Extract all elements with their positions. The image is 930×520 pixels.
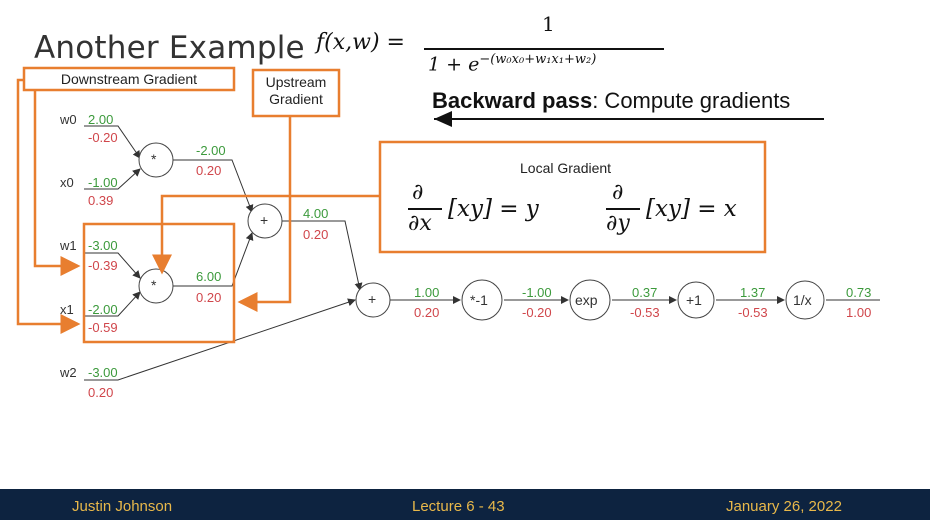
neg-out-fwd: -1.00 (522, 285, 552, 300)
edge-mul1-out (173, 159, 254, 213)
input-w0-name: w0 (60, 112, 77, 127)
input-x0-fwd: -1.00 (88, 175, 118, 190)
node-add1-label: + (260, 212, 269, 228)
node-add1 (247, 203, 283, 239)
upstream-arrow (237, 116, 292, 312)
dx-bottom: ∂x (408, 211, 432, 236)
slide-title: Another Example (34, 30, 305, 66)
input-w2-fwd: -3.00 (88, 365, 118, 380)
edge-w0 (84, 125, 141, 159)
input-x1-bwd: -0.59 (88, 320, 118, 335)
add1-out-fwd: 4.00 (303, 206, 329, 221)
formula-lhs: f(x,w) = (316, 30, 405, 55)
node-neg (461, 279, 503, 321)
upstream-label-line1: Upstream (265, 74, 327, 90)
input-w2-bwd: 0.20 (88, 385, 114, 400)
computational-graph (16, 66, 880, 381)
node-mul1 (138, 142, 174, 178)
input-w1-fwd: -3.00 (88, 238, 118, 253)
footer-lecture: Lecture 6 - 43 (412, 498, 505, 515)
local-gradient-label: Local Gradient (520, 160, 612, 176)
input-x0-name: x0 (60, 175, 74, 190)
dy-top: ∂ (612, 180, 624, 205)
plus1-out-bwd: -0.53 (738, 305, 768, 320)
node-mul2-label: * (151, 277, 157, 293)
footer-bar: Justin Johnson Lecture 6 - 43 January 26… (0, 489, 930, 520)
dy-bar (606, 208, 640, 210)
mul1-out-fwd: -2.00 (196, 143, 226, 158)
formula-numerator: 1 (542, 12, 555, 36)
dy-bottom: ∂y (606, 211, 630, 236)
node-neg-label: *-1 (470, 292, 488, 308)
dx-rhs: [xy] = y (448, 196, 539, 222)
edge-x1 (84, 291, 141, 317)
sigmoid-formula: f(x,w) = 1 1 + e−(w₀x₀+w₁x₁+w₂) (316, 12, 676, 75)
add1-out-bwd: 0.20 (303, 227, 329, 242)
downstream-label: Downstream Gradient (60, 71, 198, 87)
edge-mul2-out (173, 232, 254, 287)
downstream-arrow-2 (16, 78, 81, 334)
subtitle-rest: : Compute gradients (592, 88, 791, 113)
add2-out-fwd: 1.00 (414, 285, 440, 300)
exp-out-fwd: 0.37 (632, 285, 658, 300)
input-w1-bwd: -0.39 (88, 258, 118, 273)
node-inv-label: 1/x (793, 292, 812, 308)
dx-bar (408, 208, 442, 210)
upstream-box (251, 68, 341, 118)
edge-x0 (84, 168, 141, 190)
edge-add1-out (282, 220, 363, 291)
input-w1-name: w1 (60, 238, 77, 253)
footer-author: Justin Johnson (72, 498, 173, 515)
mul2-out-fwd: 6.00 (196, 269, 222, 284)
dy-rhs: [xy] = x (646, 196, 737, 222)
formula-exponent: −(w₀x₀+w₁x₁+w₂) (479, 52, 597, 67)
upstream-label: Upstream Gradient (255, 74, 337, 108)
dx-top: ∂ (412, 180, 424, 205)
plus1-out-fwd: 1.37 (740, 285, 766, 300)
mul2-box (82, 222, 236, 344)
edge-w2 (84, 298, 356, 381)
neg-out-bwd: -0.20 (522, 305, 552, 320)
formula-denominator: 1 + e−(w₀x₀+w₁x₁+w₂) (428, 52, 596, 75)
node-inv (785, 280, 825, 320)
inv-out-bwd: 1.00 (846, 305, 872, 320)
input-x0-bwd: 0.39 (88, 193, 114, 208)
subtitle-bold: Backward pass (432, 88, 593, 113)
edge-w1 (84, 252, 141, 279)
footer-date: January 26, 2022 (726, 498, 842, 515)
mul1-out-bwd: 0.20 (196, 163, 222, 178)
node-plus1 (677, 281, 715, 319)
local-arrow (152, 194, 380, 275)
input-w0-fwd: 2.00 (88, 112, 114, 127)
input-x1-name: x1 (60, 302, 74, 317)
add2-out-bwd: 0.20 (414, 305, 440, 320)
node-mul1-label: * (151, 151, 157, 167)
node-plus1-label: +1 (686, 292, 702, 308)
mul2-out-bwd: 0.20 (196, 290, 222, 305)
node-add2-label: + (368, 291, 377, 307)
formula-fraction-bar (424, 48, 664, 50)
slide-subtitle: Backward pass: Compute gradients (432, 88, 790, 114)
upstream-label-line2: Gradient (269, 91, 323, 107)
formula-denominator-base: 1 + e (428, 53, 480, 76)
input-x1-fwd: -2.00 (88, 302, 118, 317)
node-exp (569, 279, 611, 321)
input-w0-bwd: -0.20 (88, 130, 118, 145)
downstream-arrow-1 (33, 90, 81, 276)
node-exp-label: exp (575, 292, 598, 308)
inv-out-fwd: 0.73 (846, 285, 872, 300)
exp-out-bwd: -0.53 (630, 305, 660, 320)
input-w2-name: w2 (60, 365, 77, 380)
node-add2 (355, 282, 391, 318)
